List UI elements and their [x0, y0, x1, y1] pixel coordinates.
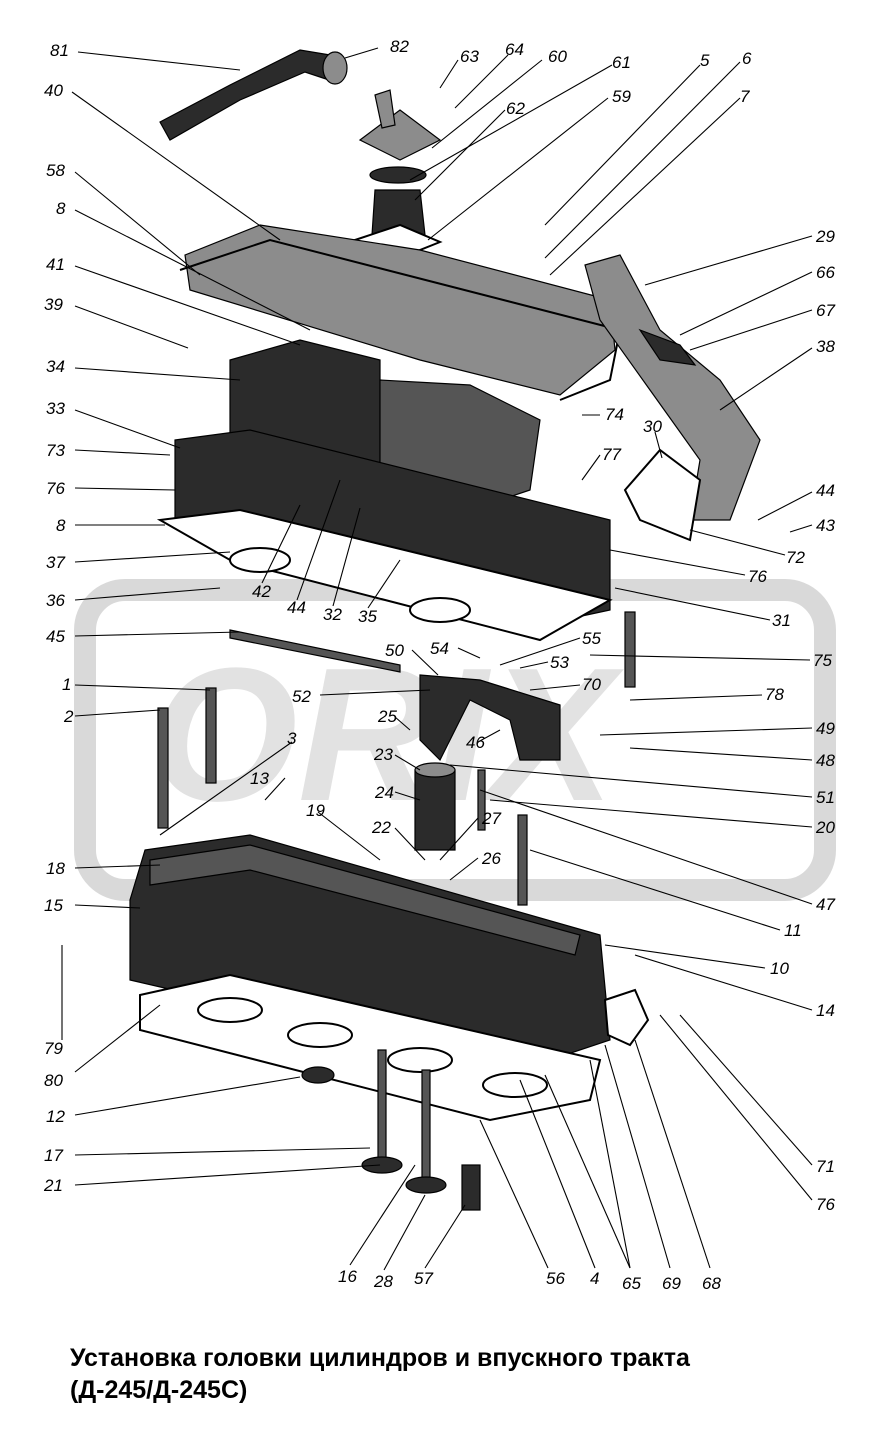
part-label: 56 [546, 1269, 565, 1288]
part-label: 61 [612, 53, 631, 72]
part-label: 54 [430, 639, 449, 658]
part-label: 75 [813, 651, 832, 670]
part-label: 2 [63, 707, 74, 726]
part-label: 40 [44, 81, 63, 100]
part-label: 55 [582, 629, 601, 648]
part-label: 48 [816, 751, 835, 770]
part-labels: 81 82 63 64 60 61 5 6 7 40 62 59 58 8 29… [43, 37, 835, 1293]
part-label: 76 [46, 479, 65, 498]
part-label: 49 [816, 719, 835, 738]
part-label: 50 [385, 641, 404, 660]
part-label: 73 [46, 441, 65, 460]
part-label: 27 [481, 809, 501, 828]
part-label: 4 [590, 1269, 599, 1288]
part-label: 32 [323, 605, 342, 624]
part-label: 51 [816, 788, 835, 807]
part-label: 69 [662, 1274, 681, 1293]
part-label: 29 [815, 227, 835, 246]
part-label: 43 [816, 516, 835, 535]
part-label: 80 [44, 1071, 63, 1090]
part-label: 19 [306, 801, 325, 820]
exploded-parts-diagram: ORIX [43, 37, 836, 1293]
part-label: 36 [46, 591, 65, 610]
part-label: 63 [460, 47, 479, 66]
part-label: 10 [770, 959, 789, 978]
part-label: 35 [358, 607, 377, 626]
part-label: 33 [46, 399, 65, 418]
part-label: 17 [44, 1146, 63, 1165]
part-label: 77 [602, 445, 621, 464]
part-label: 76 [816, 1195, 835, 1214]
part-label: 66 [816, 263, 835, 282]
part-label: 5 [700, 51, 710, 70]
part-label: 47 [816, 895, 835, 914]
part-label: 8 [56, 199, 66, 218]
part-label: 1 [62, 675, 71, 694]
part-label: 23 [373, 745, 393, 764]
part-label: 12 [46, 1107, 65, 1126]
part-label: 45 [46, 627, 65, 646]
part-label: 67 [816, 301, 835, 320]
part-label: 57 [414, 1269, 433, 1288]
part-label: 31 [772, 611, 791, 630]
part-label: 7 [740, 87, 750, 106]
part-label: 65 [622, 1274, 641, 1293]
part-label: 76 [748, 567, 767, 586]
part-label: 52 [292, 687, 311, 706]
part-label: 71 [816, 1157, 835, 1176]
part-label: 16 [338, 1267, 357, 1286]
part-label: 72 [786, 548, 805, 567]
part-label: 78 [765, 685, 784, 704]
part-label: 44 [816, 481, 835, 500]
caption-line-1: Установка головки цилиндров и впускного … [70, 1344, 690, 1372]
part-label: 74 [605, 405, 624, 424]
part-label: 8 [56, 516, 66, 535]
part-label: 64 [505, 40, 524, 59]
part-label: 42 [252, 582, 271, 601]
part-label: 18 [46, 859, 65, 878]
part-label: 60 [548, 47, 567, 66]
part-label: 34 [46, 357, 65, 376]
part-label: 59 [612, 87, 631, 106]
part-label: 70 [582, 675, 601, 694]
part-label: 41 [46, 255, 65, 274]
part-label: 14 [816, 1001, 835, 1020]
part-label: 15 [44, 896, 63, 915]
part-label: 26 [481, 849, 501, 868]
part-label: 82 [390, 37, 409, 56]
part-label: 6 [742, 49, 752, 68]
caption-line-2: (Д-245/Д-245С) [70, 1376, 248, 1404]
part-label: 44 [287, 598, 306, 617]
part-label: 37 [46, 553, 65, 572]
parts-artwork [129, 49, 761, 1211]
part-label: 13 [250, 769, 269, 788]
part-label: 79 [44, 1039, 63, 1058]
part-label: 38 [816, 337, 835, 356]
part-label: 22 [371, 818, 391, 837]
part-label: 20 [815, 818, 835, 837]
part-label: 25 [377, 707, 397, 726]
part-label: 62 [506, 99, 525, 118]
part-label: 68 [702, 1274, 721, 1293]
part-label: 3 [287, 729, 297, 748]
part-label: 53 [550, 653, 569, 672]
part-label: 81 [50, 41, 69, 60]
leader-lines [61, 47, 813, 1271]
part-label: 30 [643, 417, 662, 436]
diagram-caption: Установка головки цилиндров и впускного … [70, 1342, 870, 1406]
part-label: 21 [43, 1176, 63, 1195]
part-label: 46 [466, 733, 485, 752]
part-label: 39 [44, 295, 63, 314]
part-label: 24 [374, 783, 394, 802]
part-label: 58 [46, 161, 65, 180]
part-label: 11 [784, 921, 802, 940]
part-label: 28 [373, 1272, 393, 1291]
